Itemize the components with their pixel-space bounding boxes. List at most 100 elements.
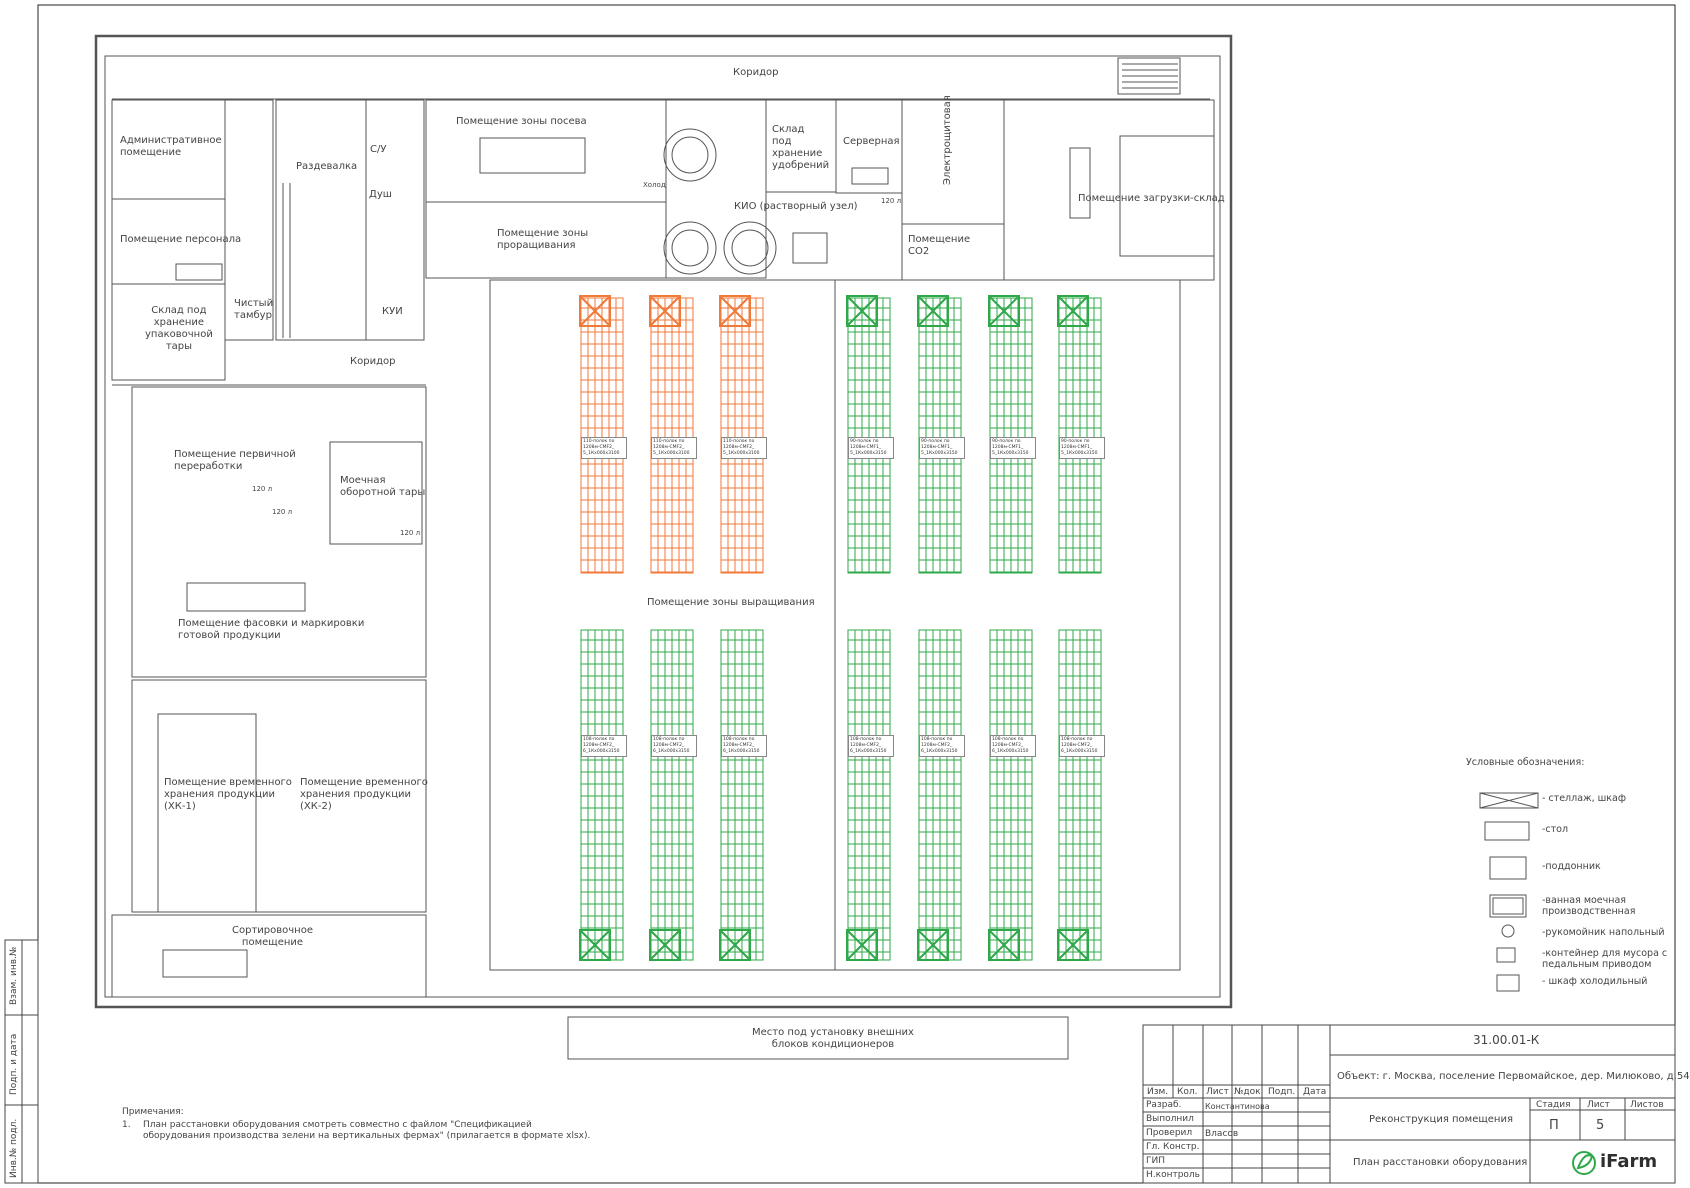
farm-rack [719,295,764,574]
notes-number: 1. [122,1120,131,1130]
packing-room-label: Помещение фасовки и маркировки готовой п… [178,618,365,641]
farm-rack-tag: 108-полок по 1208м-CMF2_ 6_1Кx000x3150 [990,735,1036,757]
fridge-label: Холод [643,181,666,189]
tb-name: Константинова [1205,1102,1270,1111]
sheet-value: 5 [1596,1118,1605,1133]
side-stamp-sign: Подп. и дата [9,1033,19,1095]
farm-rack [917,295,962,574]
bin-label: 120 л [252,485,273,493]
farm-rack-tag: 110-полок по 1208м-CMF2_ 5_1Кx000x3100 [721,437,767,459]
sowing-room-label: Помещение зоны посева [456,116,587,127]
storage1-label: Помещение временного хранения продукции … [164,777,292,812]
staff-room-label: Помещение персонала [120,234,242,245]
leaf-icon [1572,1151,1596,1175]
bin-label: 120 л [400,529,421,537]
farm-rack-tag: 108-полок по 1208м-CMF2_ 6_1Кx000x3150 [651,735,697,757]
side-stamp-inv: Инв.№ подл. [9,1118,19,1178]
fertilizer-store-label: Склад под хранение удобрений [772,124,830,171]
loading-room-label: Помещение загрузки-склад [1078,193,1225,204]
ifarm-logo: iFarm [1600,1151,1658,1172]
kio-room-label: КИО (растворный узел) [734,201,858,212]
outdoor-ac-area-label: Место под установку внешних блоков конди… [752,1027,914,1050]
electrical-room-label: Электрощитовая [942,95,953,185]
legend-title: Условные обозначения: [1466,757,1585,768]
wc-label: С/У [370,144,387,155]
legend-item-table: -стол [1542,824,1569,835]
project-title: Реконструкция помещения [1369,1114,1513,1125]
farm-rack-tag: 90-полок по 1208м-CMF1_ 5_1Кx000x3150 [848,437,894,459]
farm-rack-tag: 108-полок по 1208м-CMF2_ 6_1Кx000x3150 [919,735,965,757]
locker-room-label: Раздевалка [296,161,358,172]
tb-col-kol: Кол. [1177,1087,1198,1097]
clean-tambour-label: Чистый тамбур [234,298,274,321]
farm-rack [719,629,764,961]
tb-col-data: Дата [1303,1087,1327,1097]
primary-processing-label: Помещение первичной переработки [174,449,296,472]
farm-rack-tag: 108-полок по 1208м-CMF2_ 6_1Кx000x3150 [581,735,627,757]
notes-text: План расстановки оборудования смотреть с… [143,1120,591,1141]
farm-rack-tag: 90-полок по 1208м-CMF1_ 5_1Кx000x3150 [1059,437,1105,459]
farm-rack [988,629,1033,961]
sheet-title: План расстановки оборудования [1353,1157,1528,1168]
farm-rack-tag: 108-полок по 1208м-CMF2_ 6_1Кx000x3150 [848,735,894,757]
bin-label: 120 л [272,508,293,516]
farm-rack-tag: 110-полок по 1208м-CMF2_ 5_1Кx000x3100 [651,437,697,459]
farm-rack-tag: 90-полок по 1208м-CMF1_ 5_1Кx000x3150 [990,437,1036,459]
farm-rack [1057,295,1102,574]
legend-symbols [1479,792,1539,992]
farm-rack-tag: 90-полок по 1208м-CMF1_ 5_1Кx000x3150 [919,437,965,459]
farm-rack [579,629,624,961]
stage-header: Стадия [1536,1100,1571,1110]
sheets-header: Листов [1630,1100,1664,1110]
farm-rack [649,629,694,961]
storage2-label: Помещение временного хранения продукции … [300,777,428,812]
drawing-code: 31.00.01-К [1473,1033,1540,1047]
bin-label: 120 л [881,197,902,205]
sorting-room-label: Сортировочное помещение [232,925,313,948]
farm-racks [579,295,1102,961]
farm-rack [917,629,962,961]
washing-room-label: Моечная оборотной тары [340,475,426,498]
sheet-header: Лист [1587,1100,1610,1110]
side-stamp-replace: Взам. инв.№ [9,946,19,1005]
tb-col-list: Лист [1206,1087,1229,1097]
tb-role: Разраб. [1146,1100,1182,1110]
kui-label: КУИ [382,306,403,317]
legend-item-bin: -контейнер для мусора с педальным привод… [1542,948,1668,970]
tb-col-ndok: №док. [1234,1087,1264,1097]
server-room-label: Серверная [843,136,900,147]
farm-rack-tag: 110-полок по 1208м-CMF2_ 5_1Кx000x3100 [581,437,627,459]
legend-item-sink: -ванная моечная производственная [1542,895,1636,917]
farm-rack-tag: 108-полок по 1208м-CMF2_ 6_1Кx000x3150 [1059,735,1105,757]
stage-value: П [1549,1118,1559,1133]
shower-label: Душ [369,189,392,200]
tb-col-izm: Изм. [1147,1087,1169,1097]
tb-role: Н.контроль [1146,1170,1200,1180]
object-address: Объект: г. Москва, поселение Первомайско… [1337,1071,1690,1082]
germination-room-label: Помещение зоны проращивания [497,228,589,251]
legend-item-washbasin: -рукомойник напольный [1542,927,1665,938]
legend-item-rack: - стеллаж, шкаф [1542,793,1626,804]
tb-role: Проверил [1146,1128,1193,1138]
farm-rack [1057,629,1102,961]
farm-rack [649,295,694,574]
co2-room-label: Помещение CO2 [908,234,971,257]
tb-role: Выполнил [1146,1114,1194,1124]
legend-item-pallet: -поддонник [1542,861,1601,872]
corridor-top-label: Коридор [733,67,779,78]
tb-name: Власов [1205,1129,1239,1139]
notes-title: Примечания: [122,1107,184,1117]
corridor-mid-label: Коридор [350,356,396,367]
legend-item-fridge: - шкаф холодильный [1542,976,1648,987]
farm-rack-tag: 108-полок по 1208м-CMF2_ 6_1Кx000x3150 [721,735,767,757]
growing-zone-label: Помещение зоны выращивания [647,597,815,608]
farm-rack [846,295,891,574]
packaging-store-label: Склад под хранение упаковочной тары [145,305,213,352]
admin-room-label: Административное помещение [120,135,222,158]
farm-rack [579,295,624,574]
tb-role: ГИП [1146,1156,1165,1166]
tb-role: Гл. Констр. [1146,1142,1200,1152]
farm-rack [988,295,1033,574]
tb-col-podp: Подп. [1268,1087,1296,1097]
